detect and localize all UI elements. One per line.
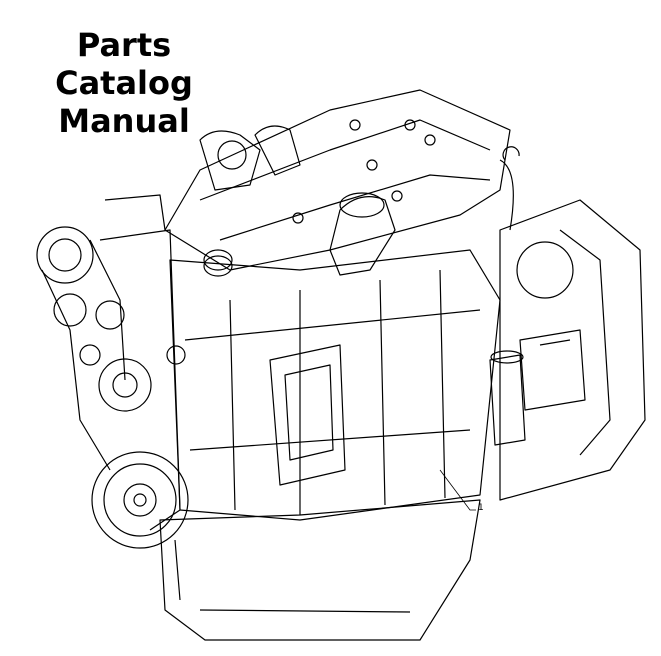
fuel-filter (489, 354, 526, 446)
flywheel-housing (499, 199, 646, 501)
page-title: Parts Catalog Manual (8, 26, 240, 140)
title-line-2: Manual (58, 102, 190, 140)
valve-cover (164, 89, 511, 271)
oil-pan (159, 499, 481, 641)
engine-block (169, 249, 501, 521)
title-line-1: Parts Catalog (55, 26, 193, 102)
callout-label: 1 (478, 503, 484, 513)
belt (41, 239, 126, 471)
intake-elbow (329, 196, 396, 276)
filler-cap (203, 255, 233, 277)
callout-leader (439, 469, 476, 511)
crank-pulley (91, 451, 189, 549)
ecu (269, 344, 346, 486)
dipstick (499, 146, 520, 231)
alternator (36, 226, 94, 284)
